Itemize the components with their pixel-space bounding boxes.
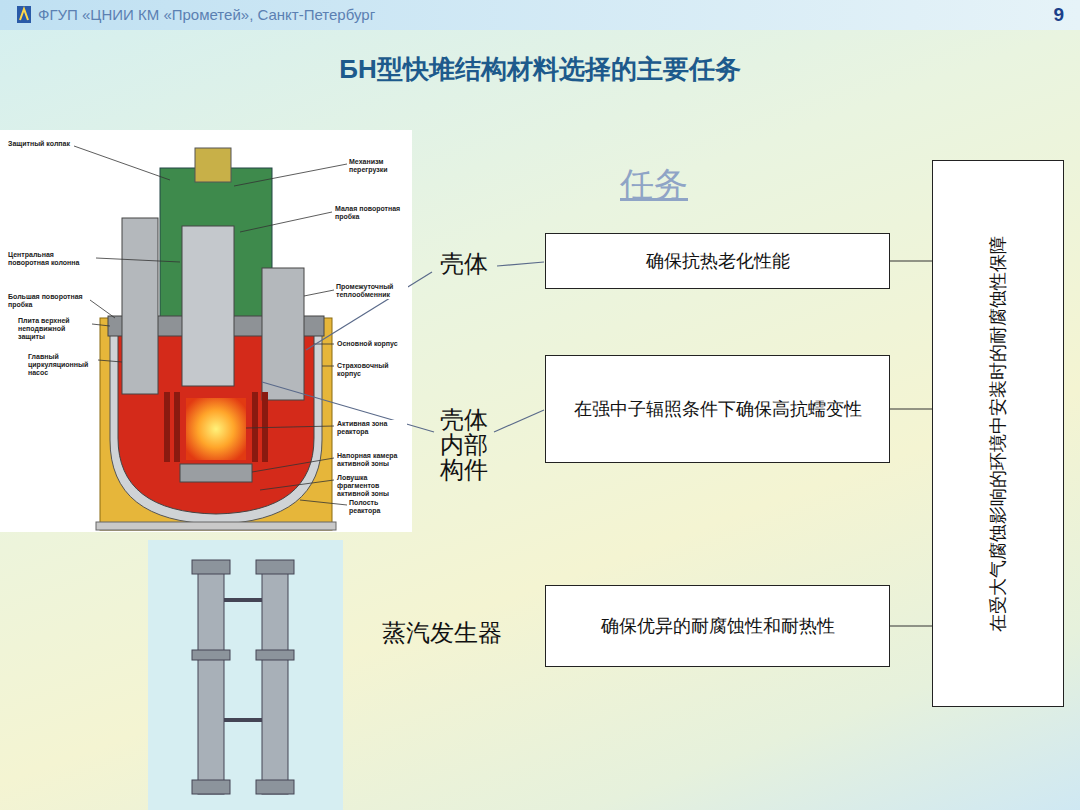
assembly	[164, 392, 170, 462]
sg-module	[262, 566, 288, 794]
flange	[192, 560, 230, 574]
part-name: Большая поворотная пробка	[8, 293, 90, 309]
assembly	[262, 392, 268, 462]
part-name: Центральная поворотная колонна	[8, 251, 96, 267]
reactor-illustration	[0, 130, 412, 532]
part-name: Напорная камера активной зоны	[337, 452, 409, 468]
leader	[90, 300, 115, 318]
task-box: 确保抗热老化性能	[545, 233, 890, 289]
flange	[256, 560, 294, 574]
part-leaders	[74, 146, 347, 505]
leader	[322, 366, 334, 367]
logo	[17, 6, 31, 23]
leader	[234, 164, 347, 186]
header-text: ФГУП «ЦНИИ КМ «Прометей», Санкт-Петербур…	[38, 6, 375, 23]
heat-exchanger	[262, 268, 304, 400]
fuel-assemblies	[164, 392, 268, 462]
part-group-label: 蒸汽发生器	[382, 617, 502, 649]
flange	[256, 780, 294, 794]
leader	[494, 410, 544, 432]
image-ground	[0, 130, 412, 532]
header-bar	[0, 0, 1080, 30]
core	[186, 398, 246, 460]
leader	[246, 426, 334, 428]
leader	[252, 458, 334, 472]
central-column	[182, 226, 234, 386]
assembly	[174, 392, 180, 462]
slide-title: БН型快堆结构材料选择的主要任务	[0, 52, 1080, 87]
refuel-drive	[195, 148, 231, 182]
sg-module	[198, 566, 224, 794]
part-name: Малая поворотная пробка	[335, 205, 405, 221]
section-heading: 任务	[620, 162, 688, 208]
leader	[306, 272, 432, 350]
task-box: 确保优异的耐腐蚀性和耐热性	[545, 585, 890, 667]
leader	[240, 212, 332, 232]
part-name: Ловушка фрагментов активной зоны	[337, 474, 409, 497]
pipe	[224, 600, 262, 720]
page-number: 9	[1053, 4, 1064, 26]
flange	[192, 780, 230, 794]
connector-line	[890, 626, 932, 627]
flange	[256, 650, 294, 660]
leader	[74, 146, 170, 180]
part-group-label: 壳体内部构件	[440, 408, 488, 484]
box-text: 确保抗热老化性能	[628, 249, 808, 273]
box-text: 在强中子辐照条件下确保高抗蠕变性	[556, 397, 880, 421]
flange	[192, 650, 230, 660]
part-name: Активная зона реактора	[337, 420, 407, 436]
leader	[497, 262, 544, 266]
image-ground	[148, 540, 343, 810]
part-name: Промежуточный теплообменник	[336, 283, 408, 299]
connector-line	[890, 409, 932, 410]
pressure-chamber	[180, 464, 252, 482]
common-task-box: 在受大气腐蚀影响的环境中安装时的耐腐蚀性保障	[932, 160, 1064, 707]
rotated-text: 在受大气腐蚀影响的环境中安装时的耐腐蚀性保障	[986, 236, 1010, 632]
part-name: Главный циркуляционный насос	[28, 353, 98, 376]
leader	[300, 500, 347, 505]
leader	[304, 290, 334, 296]
leader	[98, 360, 122, 362]
pump	[122, 218, 158, 394]
part-name: Полость реактора	[349, 499, 407, 515]
connector-line	[890, 261, 932, 262]
part-name: Основной корпус	[337, 340, 407, 348]
leader	[92, 324, 110, 326]
base	[96, 522, 336, 530]
steam-generator-illustration	[148, 540, 343, 810]
group-leaders	[262, 262, 544, 432]
leader	[96, 258, 180, 262]
logo-mark	[20, 9, 28, 20]
part-name: Плита верхней неподвижной защиты	[18, 317, 92, 340]
box-text: 确保优异的耐腐蚀性和耐热性	[583, 614, 853, 638]
part-group-label: 壳体	[440, 248, 488, 280]
assembly	[252, 392, 258, 462]
task-box: 在强中子辐照条件下确保高抗蠕变性	[545, 355, 890, 463]
part-name: Защитный колпак	[8, 140, 74, 148]
leader	[260, 480, 334, 490]
part-name: Механизм перегрузки	[349, 158, 407, 174]
header-band	[0, 0, 1080, 30]
part-name: Страховочный корпус	[337, 362, 399, 378]
